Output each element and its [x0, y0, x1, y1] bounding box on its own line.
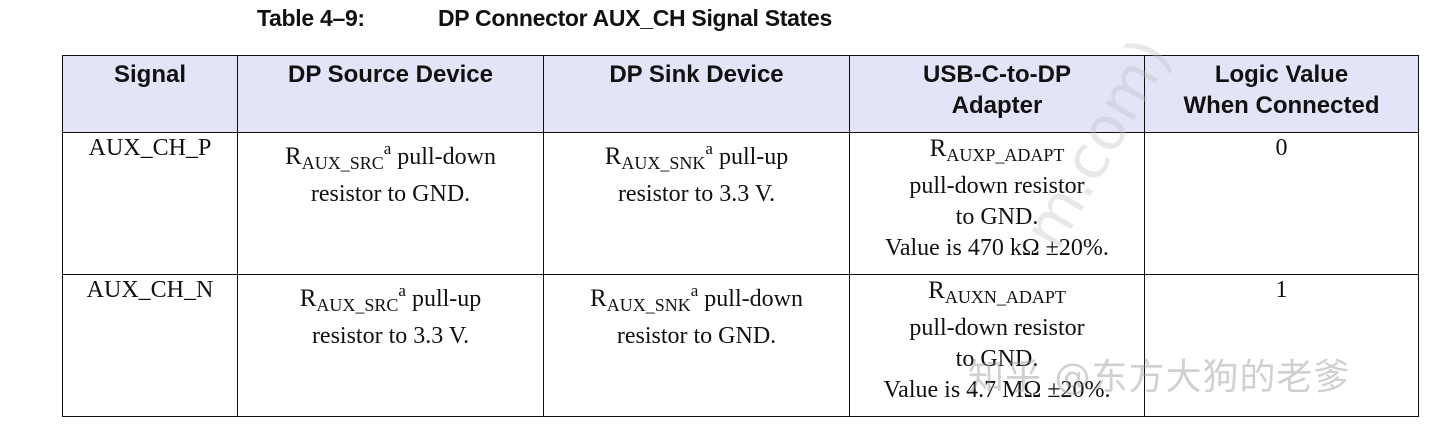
column-header-logic: Logic Value When Connected [1144, 55, 1419, 133]
source-cell: RAUX_SRCa pull-up resistor to 3.3 V. [237, 274, 544, 417]
adapter-cell: RAUXN_ADAPT pull-down resistor to GND. V… [849, 274, 1145, 417]
sink-cell: RAUX_SNKa pull-up resistor to 3.3 V. [543, 132, 850, 275]
signal-cell: AUX_CH_P [62, 132, 238, 275]
source-cell: RAUX_SRCa pull-down resistor to GND. [237, 132, 544, 275]
table-row: AUX_CH_P RAUX_SRCa pull-down resistor to… [62, 132, 1419, 275]
column-header-adapter: USB-C-to-DP Adapter [849, 55, 1145, 133]
column-header-signal: Signal [62, 55, 238, 133]
sink-cell: RAUX_SNKa pull-down resistor to GND. [543, 274, 850, 417]
table-number: Table 4–9: [257, 5, 365, 31]
header-row: Signal DP Source Device DP Sink Device U… [62, 55, 1419, 133]
column-header-source: DP Source Device [237, 55, 544, 133]
table-row: AUX_CH_N RAUX_SRCa pull-up resistor to 3… [62, 274, 1419, 417]
column-header-sink: DP Sink Device [543, 55, 850, 133]
logic-value-cell: 0 [1144, 132, 1419, 275]
signal-cell: AUX_CH_N [62, 274, 238, 417]
logic-value-cell: 1 [1144, 274, 1419, 417]
signal-states-table: Signal DP Source Device DP Sink Device U… [62, 55, 1419, 417]
table-caption: Table 4–9: DP Connector AUX_CH Signal Sta… [257, 5, 832, 32]
table-title: DP Connector AUX_CH Signal States [438, 5, 832, 31]
adapter-cell: RAUXP_ADAPT pull-down resistor to GND. V… [849, 132, 1145, 275]
